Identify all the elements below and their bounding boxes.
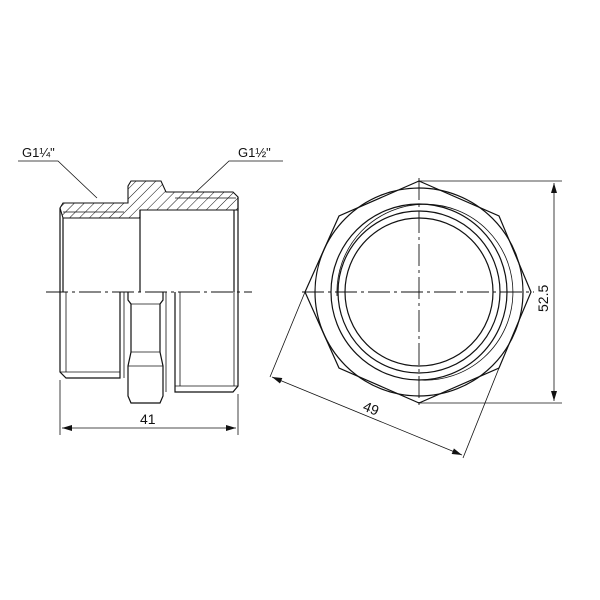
thread-label-left: G1¼" [22, 145, 55, 160]
section-hatch [59, 180, 239, 219]
dimension-across-flats: 49 [361, 398, 382, 419]
dimension-length: 41 [140, 411, 156, 427]
end-view [269, 178, 562, 459]
dimension-across-corners: 52.5 [535, 285, 551, 312]
thread-label-right: G1½" [238, 145, 271, 160]
side-view [18, 160, 283, 435]
